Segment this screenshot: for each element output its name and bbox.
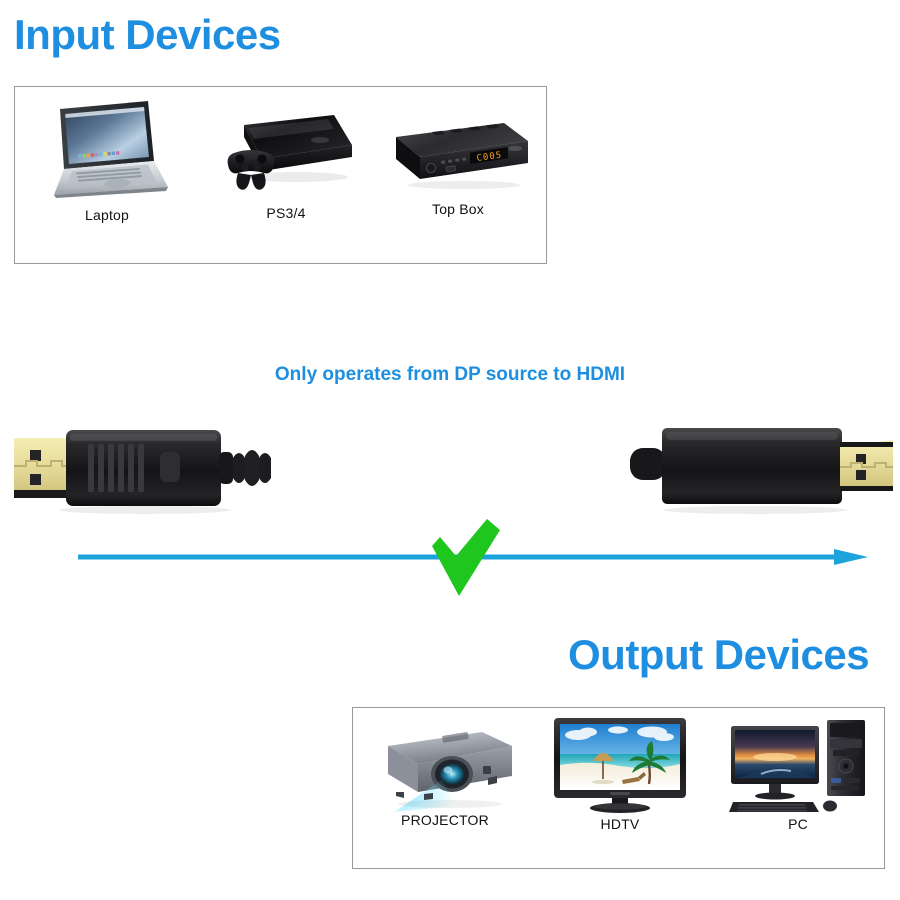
- desktop-computer-icon: [727, 714, 869, 818]
- output-device-hdtv: HDTV: [545, 716, 695, 832]
- output-section-heading: Output Devices: [568, 631, 870, 678]
- input-device-top-box: C005 Top Box: [383, 113, 533, 217]
- compatibility-note: Only operates from DP source to HDMI: [274, 364, 626, 385]
- device-label: PROJECTOR: [401, 812, 489, 828]
- device-label: PS3/4: [266, 205, 306, 221]
- game-console-icon: [216, 107, 356, 203]
- device-label: PC: [788, 816, 808, 832]
- input-devices-panel: Laptop: [14, 86, 547, 264]
- set-top-box-icon: C005: [384, 113, 532, 199]
- input-device-laptop: Laptop: [37, 99, 177, 223]
- television-icon: [552, 716, 688, 818]
- laptop-icon: [44, 99, 170, 203]
- output-devices-panel: PROJECTOR: [352, 707, 885, 869]
- device-label: Top Box: [432, 201, 484, 217]
- dp-to-hdmi-cable: [0, 400, 900, 530]
- svg-text:C005: C005: [476, 150, 503, 163]
- device-label: HDTV: [600, 816, 640, 832]
- output-device-pc: PC: [723, 714, 873, 832]
- input-device-ps3: PS3/4: [211, 107, 361, 221]
- device-label: Laptop: [84, 207, 130, 223]
- projector-icon: [370, 716, 520, 816]
- output-device-projector: PROJECTOR: [365, 716, 525, 828]
- green-check-icon: [430, 518, 510, 602]
- input-section-heading: Input Devices: [14, 11, 281, 58]
